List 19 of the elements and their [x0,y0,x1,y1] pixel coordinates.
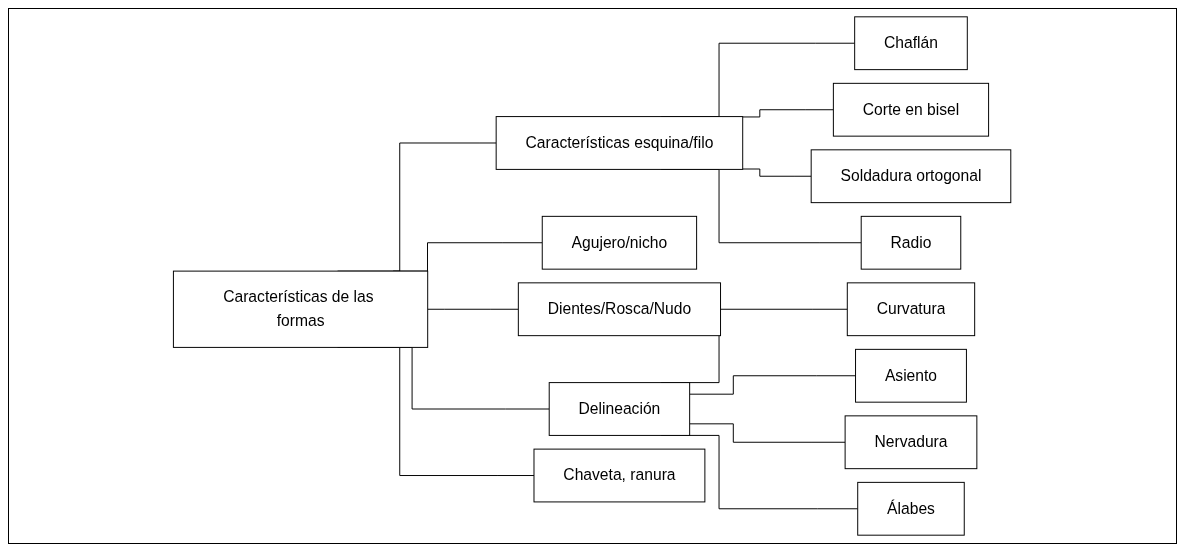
node-box: Agujero/nicho [542,215,698,270]
node-box: Dientes/Rosca/Nudo [518,282,722,337]
node-box: Chaveta, ranura [533,448,706,503]
node-box: Características esquina/filo [496,116,744,170]
connector [689,423,846,443]
node-box: Nervadura [845,415,978,470]
node-box: Corte en bisel [833,82,990,137]
node-box: Curvatura [847,282,976,337]
connector [427,308,520,310]
node-box: Características de las formas [173,270,429,348]
connector [742,168,813,177]
node-box: Radio [861,215,962,270]
node-box: Soldadura ortogonal [811,149,1012,204]
connector [742,109,835,118]
node-box: Asiento [855,348,968,403]
node-box: Álabes [857,481,966,536]
node-box: Delineación [549,382,691,436]
node-box: Chaflán [854,16,969,71]
connector [689,375,857,395]
